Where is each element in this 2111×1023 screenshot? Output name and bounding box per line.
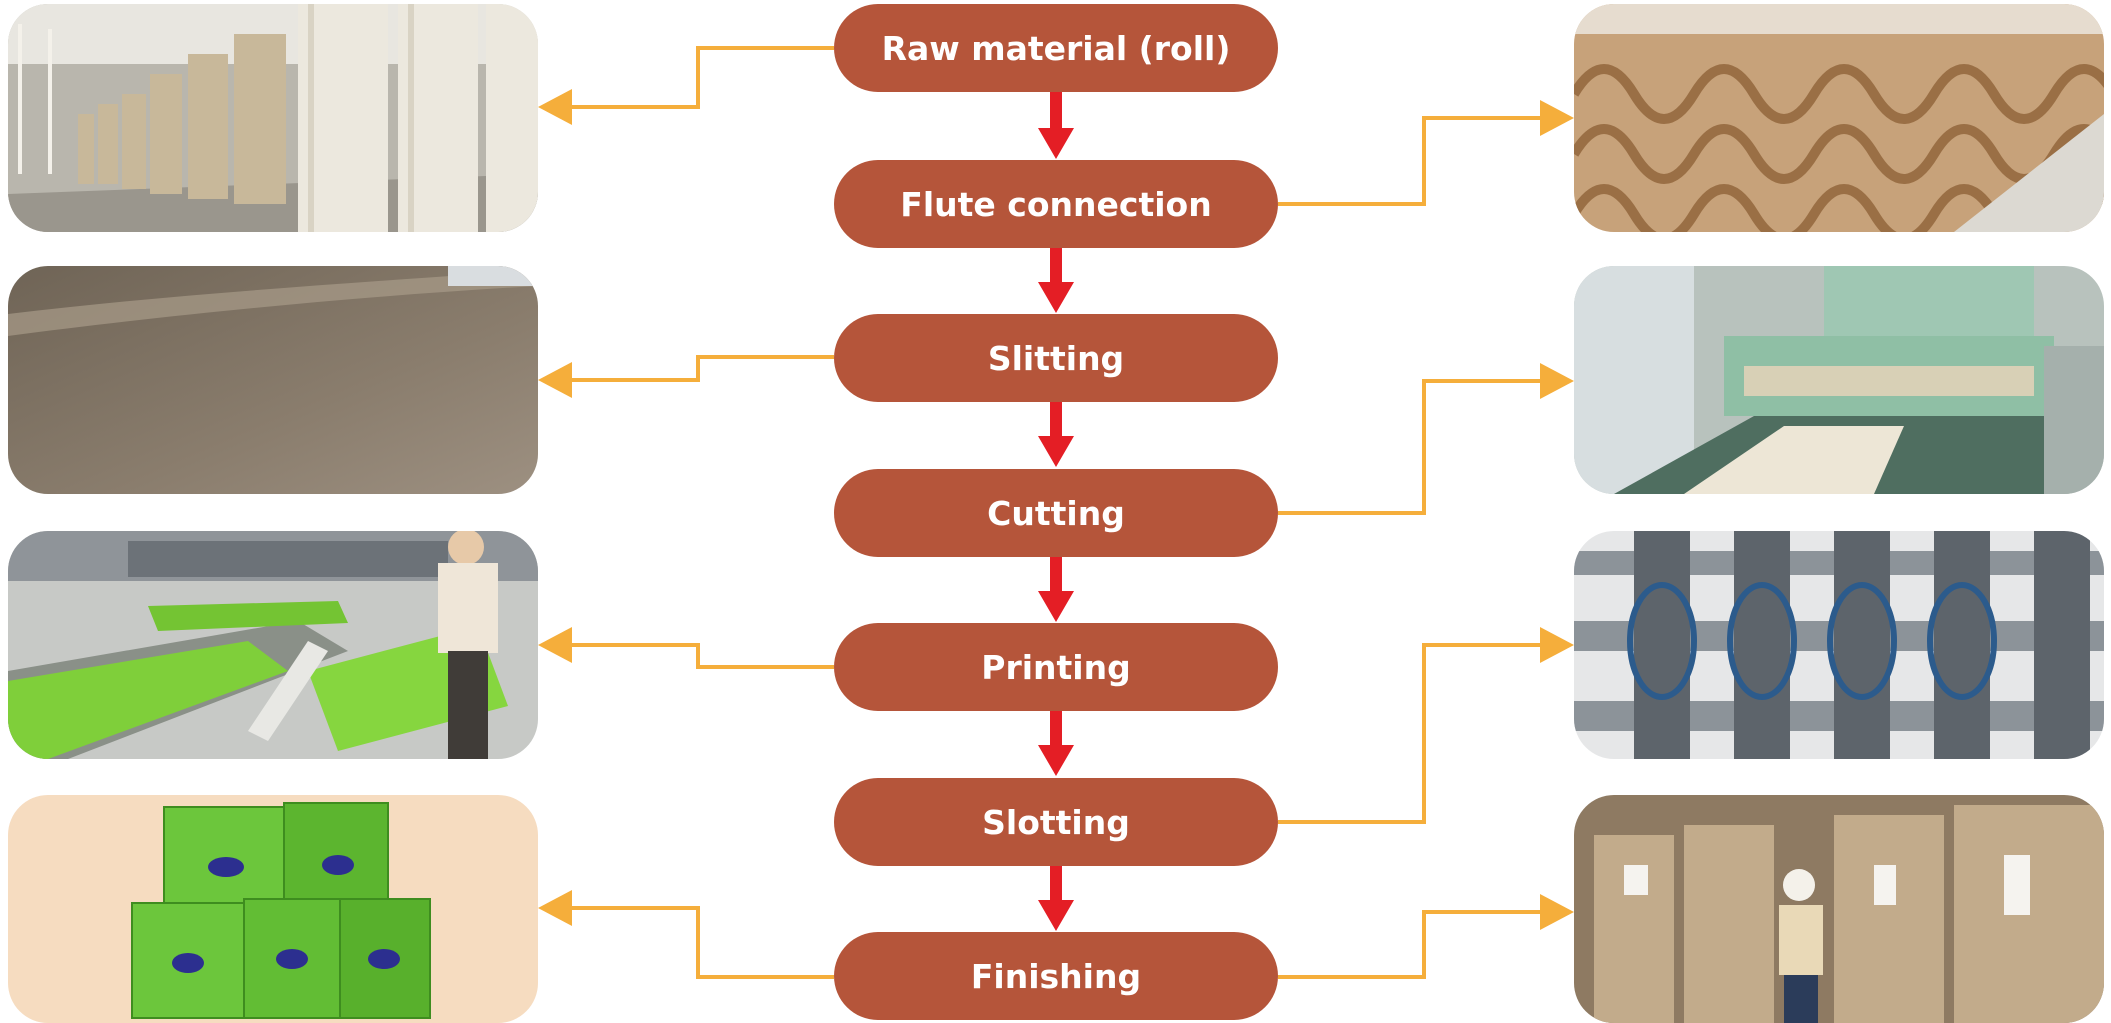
step-flute-connection: Flute connection — [834, 160, 1278, 248]
flow-arrow — [1038, 92, 1074, 159]
step-printing: Printing — [834, 623, 1278, 711]
branch-arrowhead-left — [538, 89, 572, 125]
flow-arrow — [1038, 402, 1074, 467]
photo-printing-line-worker — [8, 531, 538, 759]
branch-line-cutting — [1278, 379, 1546, 515]
flow-arrow — [1038, 557, 1074, 622]
photo-cardboard-sheet-closeup — [8, 266, 538, 494]
photo-finished-boxes — [8, 795, 538, 1023]
branch-line-slotting — [1278, 643, 1546, 824]
photo-cutting-machine — [1574, 266, 2104, 494]
branch-line-extra — [1278, 910, 1546, 979]
step-slitting: Slitting — [834, 314, 1278, 402]
branch-line-slitting — [566, 355, 834, 382]
flow-arrow — [1038, 866, 1074, 931]
branch-line-printing — [566, 643, 834, 669]
step-cutting: Cutting — [834, 469, 1278, 557]
step-slotting: Slotting — [834, 778, 1278, 866]
photo-slotting-rollers — [1574, 531, 2104, 759]
step-finishing: Finishing — [834, 932, 1278, 1020]
branch-arrowhead-right — [1540, 100, 1574, 136]
branch-line-flute-connection — [1278, 116, 1546, 206]
branch-line-finishing — [566, 906, 834, 979]
step-raw-material: Raw material (roll) — [834, 4, 1278, 92]
branch-arrowhead-left — [538, 890, 572, 926]
branch-arrowhead-left — [538, 362, 572, 398]
branch-arrowhead-right — [1540, 627, 1574, 663]
branch-line-raw-material — [566, 46, 834, 109]
flow-arrow — [1038, 711, 1074, 776]
photo-paper-rolls-warehouse — [8, 4, 538, 232]
branch-arrowhead-left — [538, 627, 572, 663]
branch-arrowhead-right — [1540, 894, 1574, 930]
branch-arrowhead-right — [1540, 363, 1574, 399]
photo-packed-pallets-worker — [1574, 795, 2104, 1023]
flow-arrow — [1038, 248, 1074, 313]
photo-corrugated-flutes — [1574, 4, 2104, 232]
